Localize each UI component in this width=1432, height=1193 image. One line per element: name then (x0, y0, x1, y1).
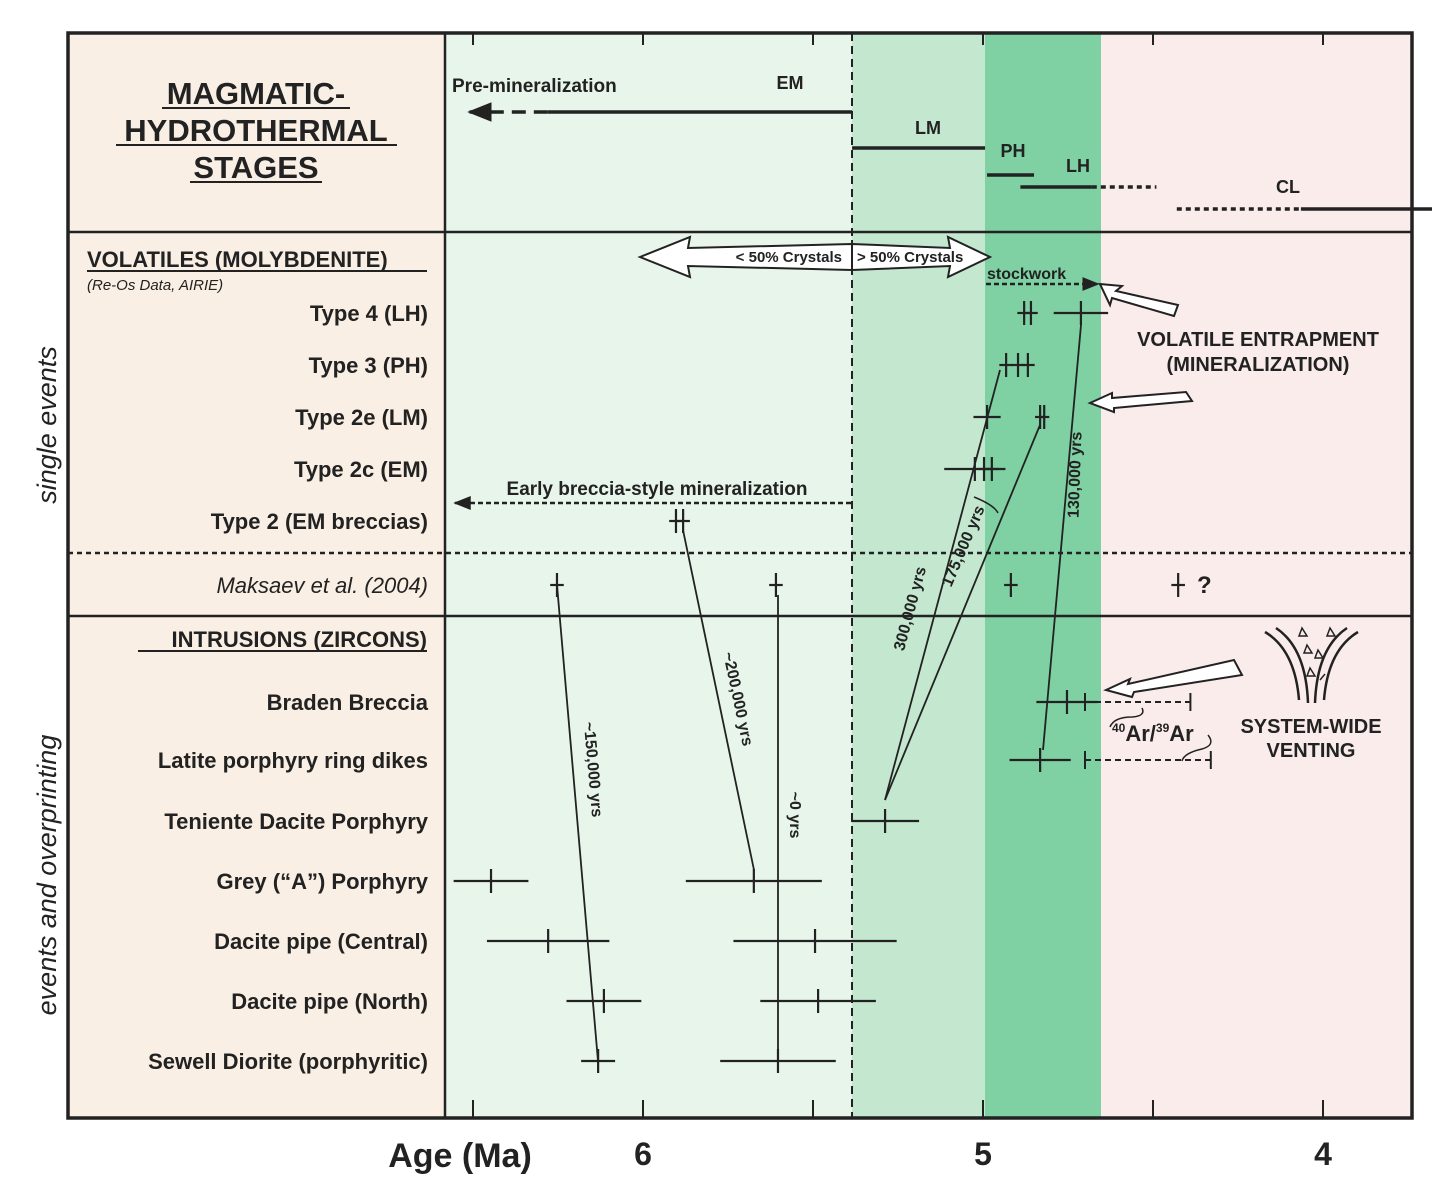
duration-line (556, 584, 599, 1062)
volatiles-source: (Re-Os Data, AIRIE) (87, 277, 223, 294)
duration-label: ~0 yrs (786, 792, 803, 839)
stage-label-ph: PH (1000, 141, 1025, 161)
vent-breccia-icon (1264, 626, 1359, 704)
volatile-entrapment-label: (MINERALIZATION) (1167, 354, 1350, 376)
venting-label: VENTING (1267, 740, 1356, 762)
venting-arrow-icon (1103, 658, 1244, 699)
crystals-double-arrow (637, 235, 993, 279)
row-label: Type 4 (LH) (310, 301, 428, 326)
volatiles-heading: VOLATILES (MOLYBDENITE) (87, 247, 388, 272)
row-label: Braden Breccia (267, 690, 429, 715)
title-line: MAGMATIC- (167, 76, 346, 111)
duration-line (682, 529, 755, 871)
crystals-more-label: > 50% Crystals (857, 249, 963, 266)
crystals-less-label: < 50% Crystals (736, 249, 842, 266)
pre-mineralization-label: Pre-mineralization (452, 76, 617, 97)
x-tick-label: 6 (634, 1136, 652, 1172)
stockwork-label: stockwork (987, 266, 1066, 283)
side-label-overprinting: events and overprinting (32, 735, 62, 1016)
stage-label-em: EM (777, 73, 804, 93)
frame (66, 31, 1414, 1120)
venting-label: SYSTEM-WIDE (1240, 716, 1381, 738)
title-line: HYDROTHERMAL (124, 113, 388, 148)
x-tick-label: 4 (1314, 1136, 1332, 1172)
row-label: Sewell Diorite (porphyritic) (148, 1049, 428, 1074)
entrapment-arrow-upper-icon (1098, 282, 1180, 318)
early-breccia-label: Early breccia-style mineralization (507, 479, 808, 500)
zone-pre-mineralization (445, 33, 852, 1118)
row-label: Maksaev et al. (2004) (216, 573, 428, 598)
stage-label-cl: CL (1276, 177, 1300, 197)
entrapment-arrow-lower-icon (1087, 390, 1194, 414)
title-line: STAGES (193, 150, 318, 185)
duration-line (884, 369, 1001, 801)
row-label: Type 3 (PH) (309, 353, 428, 378)
duration-line (884, 424, 1041, 801)
zone-late-magmatic (852, 33, 985, 1118)
row-label: Dacite pipe (North) (231, 989, 428, 1014)
intrusions-heading: INTRUSIONS (ZIRCONS) (172, 627, 427, 652)
zone-late (1101, 33, 1412, 1118)
x-tick-label: 5 (974, 1136, 992, 1172)
maksaev-query: ? (1197, 572, 1212, 599)
row-label: Type 2e (LM) (295, 405, 428, 430)
ar-ar-curly-arrows-icon (1109, 707, 1212, 762)
ar-ar-label: 40Ar/39Ar (1112, 721, 1194, 746)
stage-label-lm: LM (915, 118, 941, 138)
duration-line (1042, 324, 1082, 751)
angle-arc (973, 496, 999, 514)
row-label: Latite porphyry ring dikes (158, 748, 428, 773)
x-axis-label: Age (Ma) (388, 1137, 532, 1175)
row-label: Type 2 (EM breccias) (211, 509, 428, 534)
row-label: Type 2c (EM) (294, 457, 428, 482)
side-label-single-events: single events (32, 346, 62, 504)
zone-hydrothermal (985, 33, 1101, 1118)
stage-label-lh: LH (1066, 156, 1090, 176)
row-label: Dacite pipe (Central) (214, 929, 428, 954)
duration-label: 130,000 yrs (1066, 431, 1086, 518)
row-label: Grey (“A”) Porphyry (217, 869, 429, 894)
volatile-entrapment-label: VOLATILE ENTRAPMENT (1137, 329, 1379, 351)
title: MAGMATIC- HYDROTHERMAL STAGES (124, 76, 388, 185)
row-label: Teniente Dacite Porphyry (164, 809, 428, 834)
label-column-bg (68, 33, 445, 1118)
